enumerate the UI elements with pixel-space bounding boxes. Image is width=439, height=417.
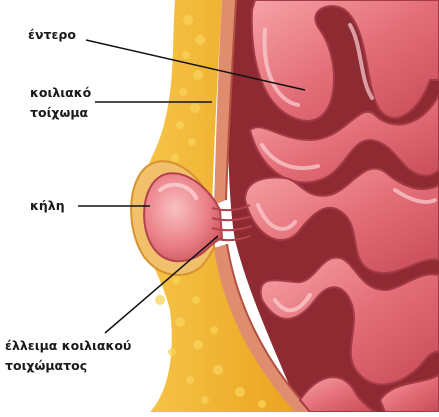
abdominal-wall-label-line2: τοίχωμα [30, 104, 88, 121]
abdominal-wall-label-line1: κοιλιακό [30, 84, 91, 101]
defect-label-line2: τοιχώματος [5, 357, 87, 374]
defect-label-line1: έλλειμα κοιλιακού [5, 337, 131, 354]
intestine-leader-line [86, 40, 305, 90]
hernia-label: κήλη [30, 197, 65, 214]
intestine-label: έντερο [28, 26, 76, 43]
defect-leader-line [105, 236, 218, 333]
